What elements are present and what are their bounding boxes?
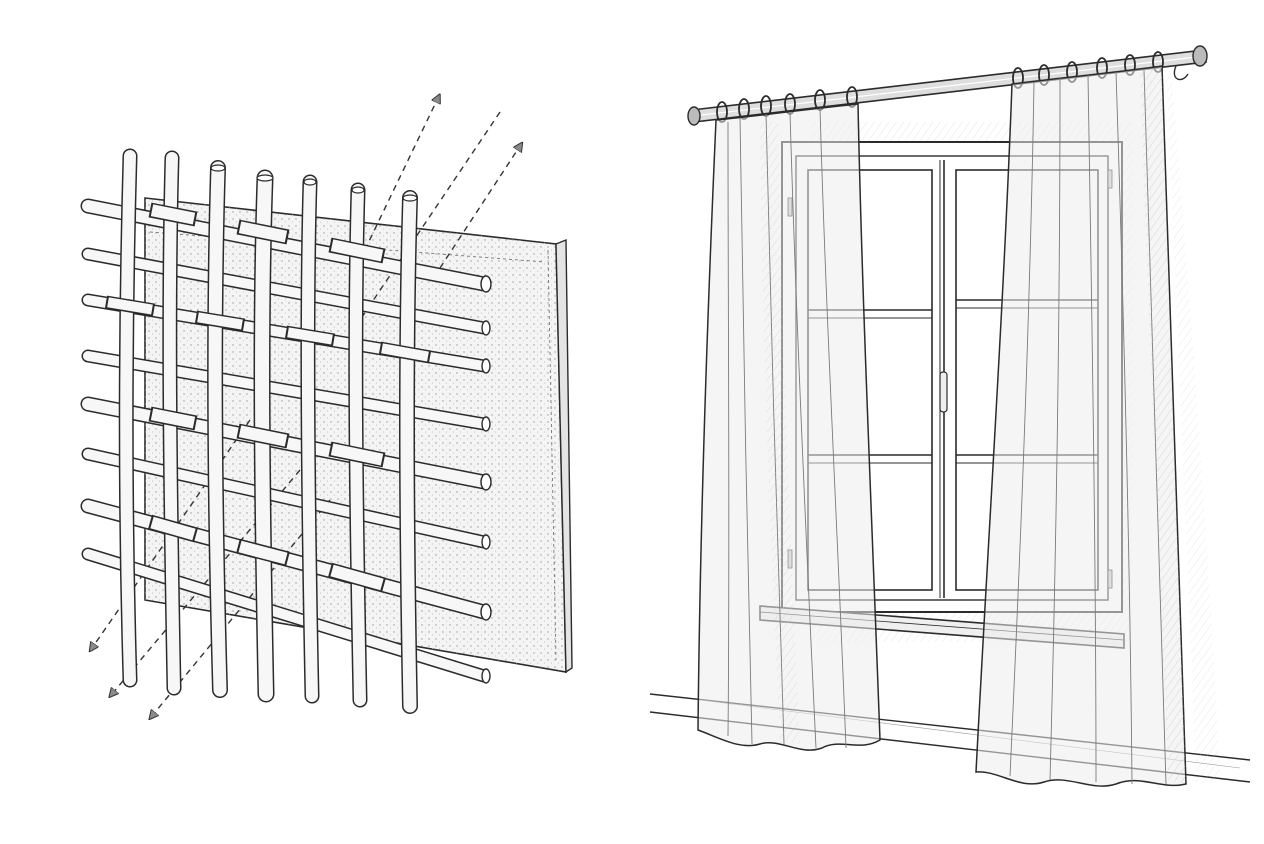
woven-fabric-panel [80, 98, 573, 716]
weft-thread [81, 349, 491, 432]
window-curtain-panel [649, 45, 1251, 787]
rod-finial-right [1192, 45, 1208, 67]
weft-thread [81, 447, 491, 550]
rod-finial-left [687, 106, 701, 126]
airflow-arrow [152, 499, 331, 716]
airflow-arrow [359, 98, 438, 261]
right-sheer-curtain [975, 65, 1220, 787]
airflow-arrow [439, 146, 520, 269]
warp-thread [118, 148, 138, 688]
airflow-arrow [92, 419, 251, 648]
weft-thread [80, 198, 492, 293]
weft-thread [81, 547, 491, 684]
warp-thread [348, 182, 368, 708]
weft-threads [80, 198, 492, 684]
warp-thread [300, 174, 320, 704]
left-sheer-curtain [697, 103, 881, 751]
warp-thread [399, 190, 418, 714]
window-handle-icon [939, 371, 948, 413]
warp-thread [207, 160, 228, 698]
weft-thread [81, 247, 491, 336]
weave-overlaps [104, 202, 432, 593]
